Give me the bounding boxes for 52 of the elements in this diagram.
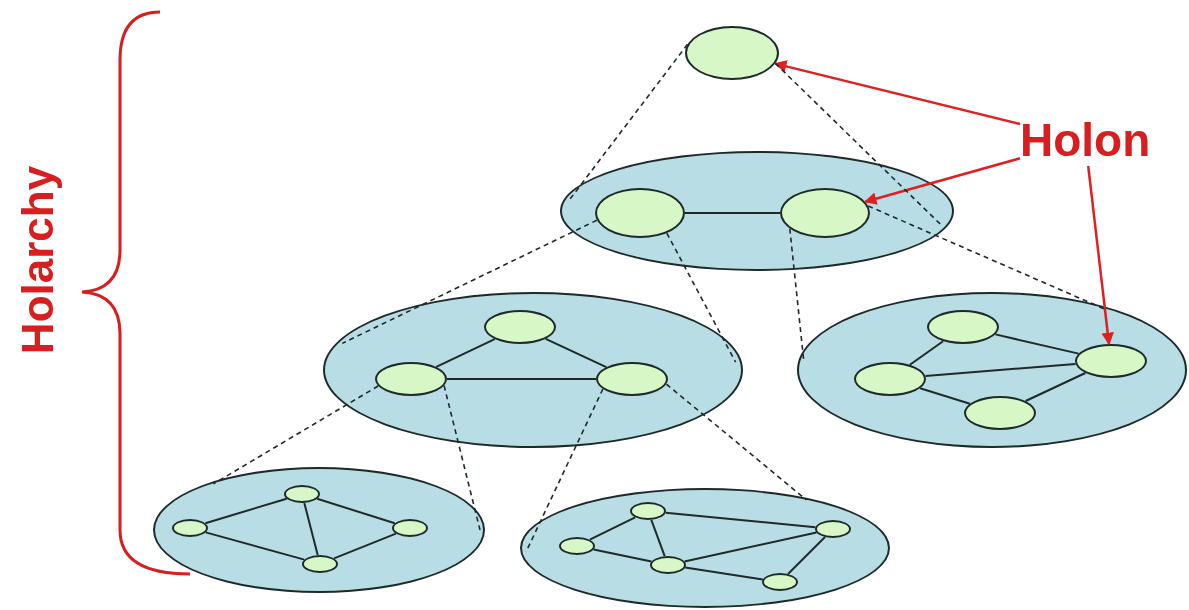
arrow — [1086, 165, 1114, 346]
link-line — [316, 497, 396, 525]
link-line — [544, 337, 608, 369]
link-line — [664, 511, 817, 529]
holon-node — [284, 485, 320, 503]
link-line — [684, 566, 764, 581]
holon-node — [172, 519, 208, 537]
holon-node — [964, 396, 1036, 430]
holon-node — [392, 519, 428, 537]
holon-node — [302, 555, 338, 573]
arrow — [774, 60, 1021, 126]
link-line — [683, 531, 818, 563]
link-line — [204, 531, 306, 561]
holon-node — [1075, 344, 1147, 378]
callout-label: Holon — [1020, 114, 1151, 166]
link-line — [787, 536, 826, 575]
holon-node — [484, 310, 556, 344]
holon-node — [630, 502, 666, 520]
link-line — [924, 362, 1077, 378]
link-line — [446, 378, 597, 380]
link-line — [588, 516, 637, 541]
holon-node — [927, 310, 999, 344]
link-line — [204, 497, 288, 525]
holon-node — [685, 26, 779, 80]
projection-line — [568, 43, 689, 201]
arrow — [864, 157, 1021, 205]
link-line — [592, 548, 653, 563]
projection-line — [341, 219, 598, 345]
projection-line — [774, 62, 943, 227]
link-line — [333, 532, 397, 560]
link-line — [1024, 372, 1087, 402]
holon-node — [559, 537, 595, 555]
link-line — [919, 387, 971, 405]
projection-line — [666, 232, 737, 363]
holon-node — [815, 520, 851, 538]
holon-node — [375, 362, 447, 396]
link-line — [994, 333, 1080, 355]
holon-node — [854, 362, 926, 396]
holon-node — [596, 362, 668, 396]
link-line — [650, 518, 666, 558]
projection-line — [443, 384, 481, 531]
link-line — [908, 340, 945, 366]
link-line — [303, 501, 319, 557]
link-line — [435, 338, 496, 368]
holon-node — [650, 556, 686, 574]
projection-line — [212, 385, 379, 485]
projection-line — [665, 383, 808, 501]
holon-node — [780, 188, 870, 238]
link-line — [684, 212, 781, 214]
holon-node — [762, 573, 798, 591]
projection-line — [867, 205, 1107, 311]
hierarchy-label: Holarchy — [13, 165, 63, 355]
